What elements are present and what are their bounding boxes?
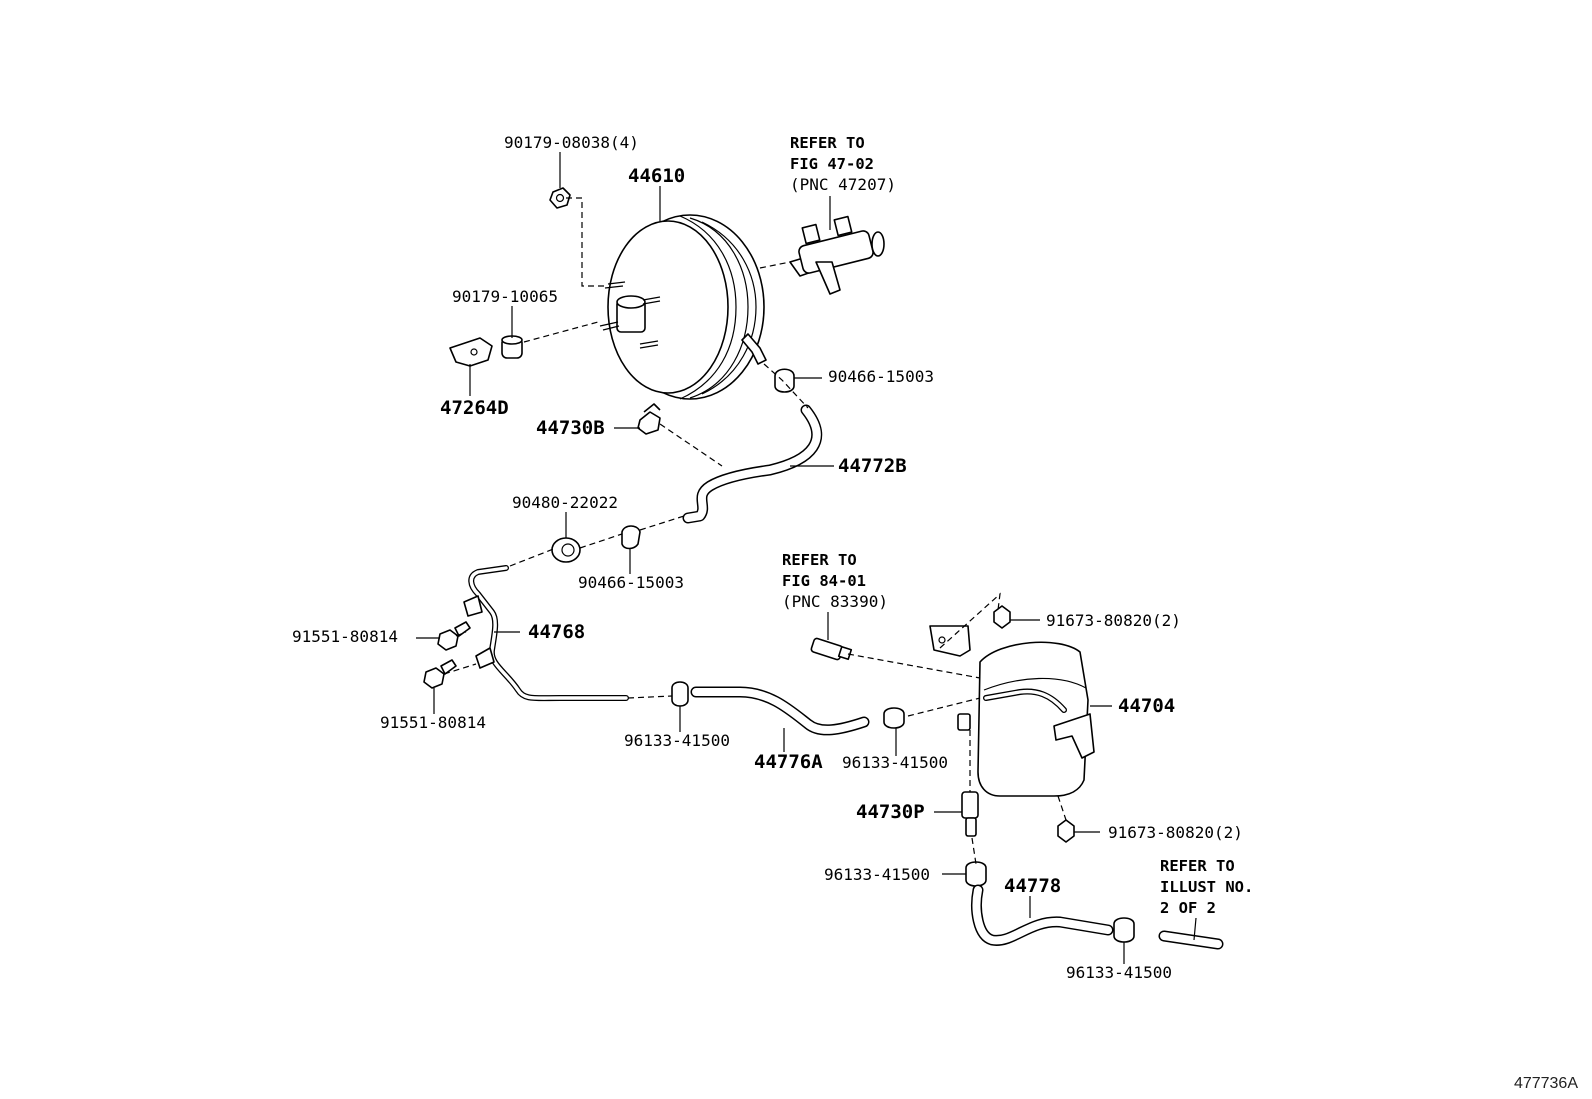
bolt-91673-80820-lower [1057,819,1075,843]
callout-44768: 44768 [528,621,585,643]
callout-90466-15003-upper: 90466-15003 [828,367,934,386]
reference-line: REFER TO [782,551,857,569]
clamp-96133-41500-c [965,861,987,887]
bracket-47264D [449,337,493,367]
clamp-90466-15003-upper [774,368,795,393]
clamp-90466-15003-lower [621,525,641,550]
reference-line: FIG 47-02 [790,155,874,173]
callout-44610: 44610 [628,165,685,187]
reference-line: (PNC 83390) [782,592,888,611]
clevis-90179-10065 [501,335,523,359]
callout-labels: 90179-08038(4) 44610 90179-10065 47264D … [292,133,1243,982]
clamp-96133-41500-a [671,681,689,707]
callout-90480-22022: 90480-22022 [512,493,618,512]
callout-44704: 44704 [1118,695,1175,717]
vacuum-tank-44704 [929,625,1095,797]
reference-note-fig-47-02: REFER TO FIG 47-02 (PNC 47207) [790,134,896,194]
bolt-91673-80820-upper [993,605,1011,629]
callout-44730P: 44730P [856,801,925,823]
brake-booster-44610 [599,214,767,400]
bolt-91551-80814-upper [437,621,471,651]
reference-note-illust-2-of-2: REFER TO ILLUST NO. 2 OF 2 [1160,857,1253,917]
clip-44730B [637,403,661,435]
callout-91673-80820-upper: 91673-80820(2) [1046,611,1181,630]
callout-96133-41500-a: 96133-41500 [624,731,730,750]
callout-44776A: 44776A [754,751,823,773]
hose-44772B [682,404,823,524]
callout-96133-41500-d: 96133-41500 [1066,963,1172,982]
callout-44778: 44778 [1004,875,1061,897]
reference-line: 2 OF 2 [1160,899,1216,917]
leader-lines [416,152,1197,964]
reference-line: REFER TO [1160,857,1235,875]
callout-90179-10065: 90179-10065 [452,287,558,306]
callout-91551-80814-lower: 91551-80814 [380,713,486,732]
bolt-91551-80814-lower [423,659,457,689]
reference-line: (PNC 47207) [790,175,896,194]
callout-91673-80820-lower: 91673-80820(2) [1108,823,1243,842]
hose-44776A [690,686,870,736]
reference-line: REFER TO [790,134,865,152]
vacuum-sensor [810,637,853,661]
callout-90179-08038: 90179-08038(4) [504,133,639,152]
reference-line: FIG 84-01 [782,572,866,590]
union-44730P [961,791,979,837]
illustration-code: 477736A [1514,1075,1578,1092]
callout-44772B: 44772B [838,455,907,477]
assembly-lines [443,197,1067,865]
callout-47264D: 47264D [440,397,509,419]
callout-96133-41500-c: 96133-41500 [824,865,930,884]
master-cylinder [789,215,885,295]
clamp-96133-41500-b [883,707,905,729]
nut-90179-08038 [549,187,571,209]
clamp-96133-41500-d [1113,917,1135,943]
grommet-90480-22022 [551,537,581,563]
reference-note-fig-84-01: REFER TO FIG 84-01 (PNC 83390) [782,551,888,611]
callout-44730B: 44730B [536,417,605,439]
reference-line: ILLUST NO. [1160,878,1253,896]
callout-91551-80814-upper: 91551-80814 [292,627,398,646]
hose-continuation [1158,930,1224,950]
pipe-44768 [463,565,629,702]
callout-96133-41500-b: 96133-41500 [842,753,948,772]
callout-90466-15003-lower: 90466-15003 [578,573,684,592]
hose-44778 [971,884,1114,946]
